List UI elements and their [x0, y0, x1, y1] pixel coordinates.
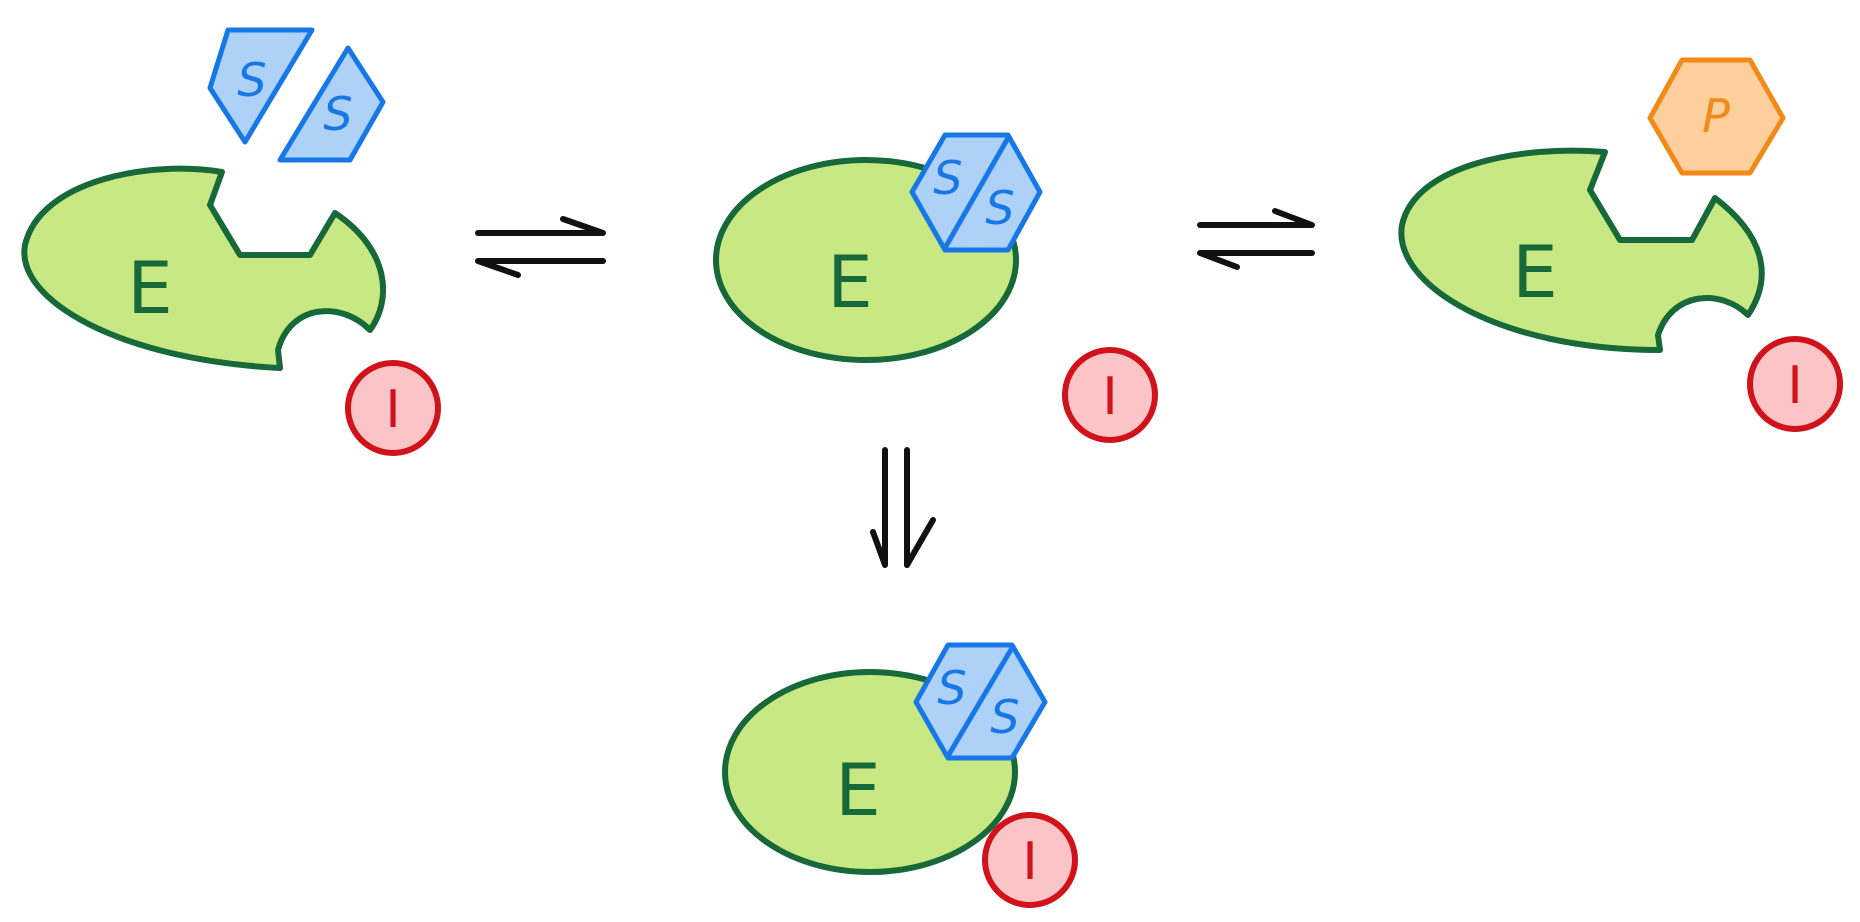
inhibitor: I — [1747, 336, 1843, 432]
inhibitor-label: I — [1022, 832, 1037, 892]
substrate-label: S — [933, 151, 962, 205]
bound-substrate: S S — [913, 642, 1048, 761]
inhibitor-label: I — [1102, 367, 1117, 427]
state-free-enzyme: E S S I — [21, 27, 441, 456]
state-enzyme-substrate-complex: E S S I — [713, 132, 1158, 443]
inhibitor-label: I — [1787, 356, 1802, 416]
enzyme-label: E — [127, 246, 173, 330]
equilibrium-arrow-vertical — [870, 447, 936, 568]
state-enzyme-substrate-inhibitor-complex: E S S I — [722, 642, 1078, 908]
product: P — [1647, 57, 1786, 176]
enzyme-label: E — [835, 748, 881, 832]
enzyme-shape — [1398, 147, 1765, 353]
substrate-label: S — [985, 181, 1014, 235]
substrate-half-left: S — [207, 27, 315, 145]
equilibrium-arrow — [1197, 208, 1315, 270]
inhibitor: I — [1062, 347, 1158, 443]
inhibitor-label: I — [385, 380, 400, 440]
substrate-label: S — [237, 53, 266, 107]
enzyme-label: E — [1512, 230, 1558, 314]
enzyme-label: E — [827, 240, 873, 324]
enzyme-shape — [21, 165, 387, 371]
substrate-label: S — [937, 661, 966, 715]
substrate-half-right: S — [277, 45, 386, 163]
substrate-label: S — [323, 87, 352, 141]
substrate-label: S — [990, 690, 1019, 744]
bound-substrate: S S — [909, 132, 1043, 253]
inhibitor: I — [982, 812, 1078, 908]
equilibrium-arrow — [475, 216, 606, 278]
product-label: P — [1702, 89, 1730, 143]
inhibitor: I — [345, 360, 441, 456]
state-enzyme-product: E P I — [1398, 57, 1843, 432]
